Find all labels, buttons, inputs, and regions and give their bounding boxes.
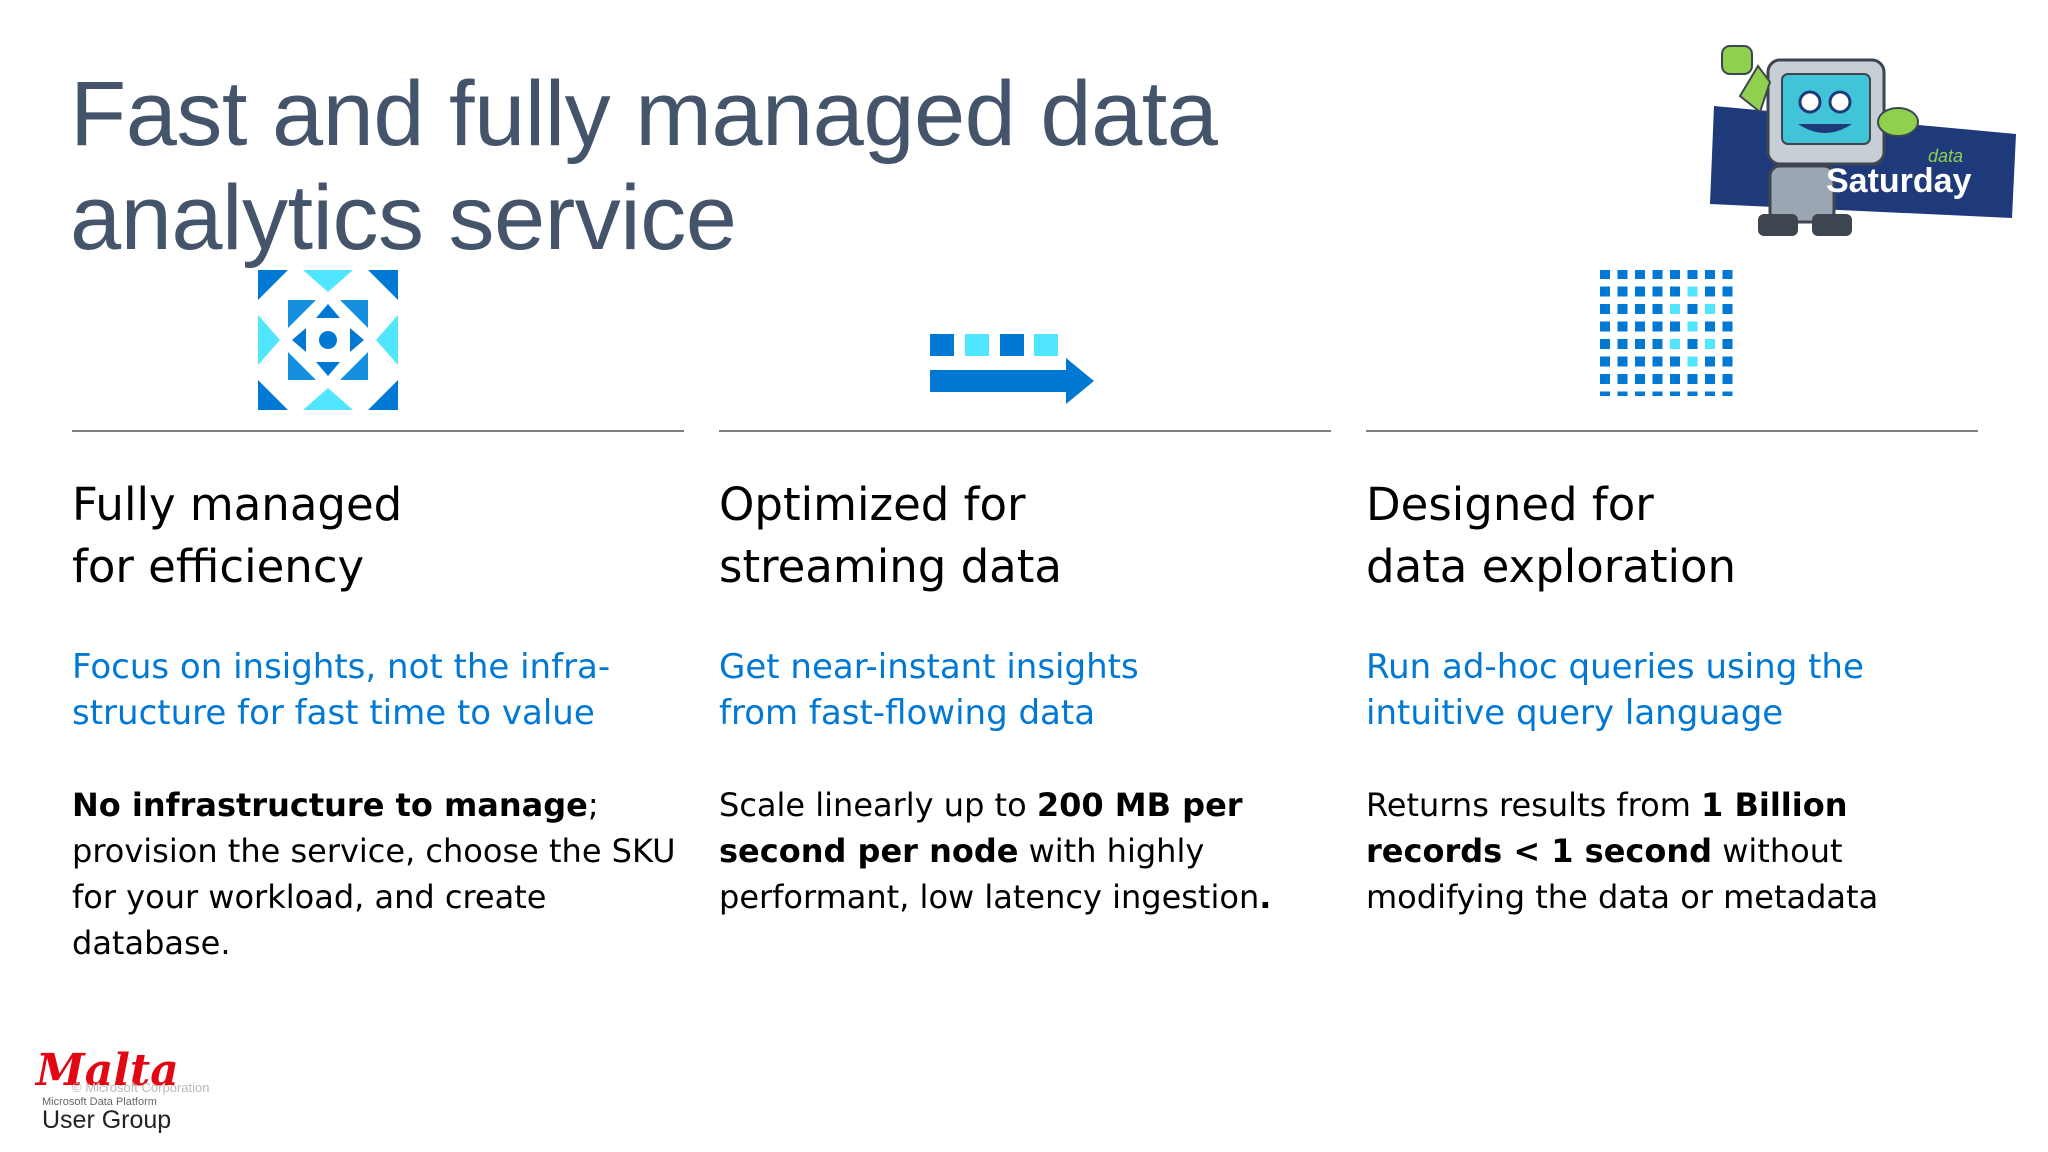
body-text-2: without modifying the data or metadata — [1366, 832, 1879, 916]
feature-body: Scale linearly up to 200 MB per second p… — [719, 782, 1331, 920]
divider — [72, 430, 684, 432]
heading-line-1: Fully managed — [72, 478, 403, 531]
feature-subhead: Run ad-hoc queries using the intuitive q… — [1366, 644, 1978, 736]
feature-body: No infrastructure to manage; provision t… — [72, 782, 684, 966]
feature-column-exploration: Designed for data exploration Run ad-hoc… — [1366, 430, 1978, 920]
body-bold: No infrastructure to manage — [72, 786, 588, 824]
title-line-2: analytics service — [70, 167, 737, 269]
user-group-text: User Group — [42, 1106, 172, 1134]
mdp-text: Microsoft Data Platform — [42, 1096, 157, 1108]
subhead-line-1: Get near-instant insights — [719, 647, 1139, 687]
feature-heading: Optimized for streaming data — [719, 474, 1331, 598]
streaming-arrow-icon — [928, 332, 1096, 404]
heading-line-1: Optimized for — [719, 478, 1026, 531]
dot-grid-icon — [1600, 269, 1740, 402]
body-bold: 1 Billion records < 1 second — [1366, 786, 1848, 870]
feature-heading: Fully managed for efficiency — [72, 474, 684, 598]
malta-wordmark: Malta — [36, 1045, 179, 1096]
heading-line-2: streaming data — [719, 540, 1062, 593]
feature-heading: Designed for data exploration — [1366, 474, 1978, 598]
malta-user-group-logo: Malta © Microsoft Corporation Microsoft … — [36, 1046, 236, 1136]
feature-body: Returns results from 1 Billion records <… — [1366, 782, 1978, 920]
subhead-line-1: Focus on insights, not the infra- — [72, 647, 611, 687]
badge-saturday-text: Saturday — [1826, 162, 1972, 200]
title-line-1: Fast and fully managed data — [70, 63, 1218, 165]
feature-subhead: Get near-instant insights from fast-flow… — [719, 644, 1331, 736]
body-bold-2: . — [1259, 878, 1272, 916]
copyright-text: © Microsoft Corporation — [72, 1080, 210, 1095]
feature-column-managed: Fully managed for efficiency Focus on in… — [72, 430, 684, 966]
badge-data-text: data — [1928, 146, 1963, 166]
body-text: Scale linearly up to — [719, 786, 1037, 824]
divider — [719, 430, 1331, 432]
heading-line-2: data exploration — [1366, 540, 1737, 593]
heading-line-1: Designed for — [1366, 478, 1654, 531]
heading-line-2: for efficiency — [72, 540, 365, 593]
divider — [1366, 430, 1978, 432]
subhead-line-2: structure for fast time to value — [72, 693, 595, 733]
body-bold: 200 MB per second per node — [719, 786, 1243, 870]
feature-column-streaming: Optimized for streaming data Get near-in… — [719, 430, 1331, 920]
data-saturday-logo: data Saturday — [1700, 36, 2020, 246]
subhead-line-2: from fast-flowing data — [719, 693, 1096, 733]
kusto-diamond-icon — [258, 270, 398, 410]
body-text: Returns results from — [1366, 786, 1702, 824]
subhead-line-2: intuitive query language — [1366, 693, 1784, 733]
body-text-2: with highly performant, low latency inge… — [719, 832, 1260, 916]
body-text: ; provision the service, choose the SKU … — [72, 786, 676, 962]
feature-subhead: Focus on insights, not the infra- struct… — [72, 644, 684, 736]
slide-title: Fast and fully managed data analytics se… — [70, 62, 1218, 270]
subhead-line-1: Run ad-hoc queries using the — [1366, 647, 1864, 687]
